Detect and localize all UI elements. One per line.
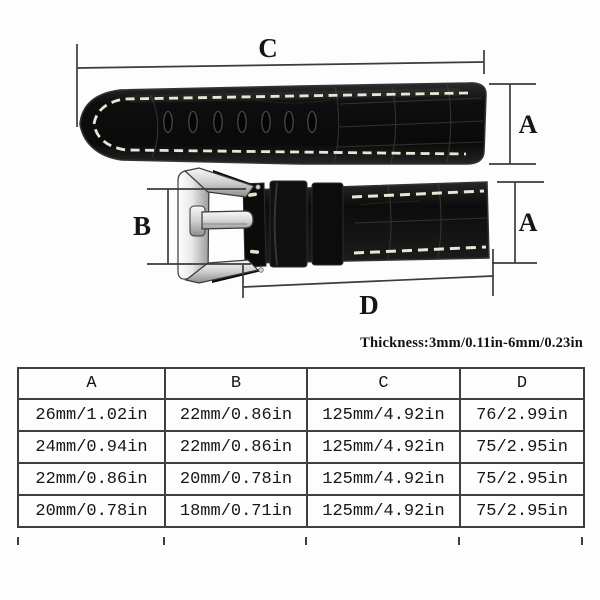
keeper-loop-2 (311, 182, 344, 266)
size-cell: 24mm/0.94in (17, 430, 166, 464)
measure-c-line (76, 61, 485, 69)
size-cell: 22mm/0.86in (164, 430, 308, 464)
size-cell: 22mm/0.86in (17, 462, 166, 496)
size-cell: 26mm/1.02in (17, 398, 166, 432)
stitching-bottom-strap-bottom (353, 245, 487, 255)
table-border-stub (305, 537, 307, 545)
size-cell: 22mm/0.86in (164, 398, 308, 432)
croc-texture-top-strap (149, 83, 484, 164)
spring-bar-pin-top (255, 184, 261, 190)
size-cell: 18mm/0.71in (164, 494, 308, 528)
spring-bar-pin-bottom (258, 267, 264, 273)
strap-holes (163, 110, 317, 134)
buckle (177, 167, 264, 284)
table-border-stub (163, 537, 165, 545)
strap-fold-band (242, 182, 267, 268)
keeper-loop-1-highlight (273, 182, 278, 266)
size-cell: 125mm/4.92in (306, 462, 461, 496)
measure-c (76, 44, 485, 127)
size-table-header-d: D (459, 367, 585, 400)
leather-sheen (130, 88, 460, 103)
table-border-stub (17, 537, 19, 545)
size-cell: 75/2.95in (459, 462, 585, 496)
size-table-row-3: 22mm/0.86in 20mm/0.78in 125mm/4.92in 75/… (17, 462, 585, 496)
table-border-stub (581, 537, 583, 545)
measure-a-top (489, 83, 536, 165)
stitching-top-strap (92, 91, 469, 156)
keeper-loop-1 (269, 180, 308, 268)
measure-d (242, 249, 494, 298)
size-table-row-2: 24mm/0.94in 22mm/0.86in 125mm/4.92in 75/… (17, 430, 585, 464)
size-cell: 125mm/4.92in (306, 398, 461, 432)
size-cell: 125mm/4.92in (306, 430, 461, 464)
size-cell: 20mm/0.78in (17, 494, 166, 528)
measure-d-line (242, 275, 494, 288)
strap-buckle-piece (242, 180, 490, 268)
size-cell: 125mm/4.92in (306, 494, 461, 528)
size-table-row-4: 20mm/0.78in 18mm/0.71in 125mm/4.92in 75/… (17, 494, 585, 528)
size-table-row-1: 26mm/1.02in 22mm/0.86in 125mm/4.92in 76/… (17, 398, 585, 432)
measure-a-bottom (492, 181, 544, 264)
table-border-stub (458, 537, 460, 545)
dim-label-a-top: A (519, 110, 538, 139)
size-table: A B C D 26mm/1.02in 22mm/0.86in 125mm/4.… (17, 367, 585, 528)
size-table-header-c: C (306, 367, 461, 400)
fold-threads (247, 192, 260, 254)
buckle-prong (201, 210, 254, 230)
strap-diagram-illustration: C (76, 33, 544, 320)
stitching-bottom-strap-top (351, 189, 485, 199)
dim-label-a-bottom: A (519, 208, 538, 237)
measure-b (147, 188, 251, 265)
dim-label-b: B (133, 211, 151, 241)
dim-label-d: D (359, 290, 379, 320)
size-table-header-row: A B C D (17, 367, 585, 400)
dim-label-c: C (258, 33, 278, 63)
size-cell: 20mm/0.78in (164, 462, 308, 496)
size-table-header-b: B (164, 367, 308, 400)
buckle-frame-bottom-arm (184, 259, 260, 284)
size-cell: 75/2.95in (459, 430, 585, 464)
strap-tail-piece (79, 82, 487, 165)
thickness-note: Thickness:3mm/0.11in-6mm/0.23in (360, 335, 583, 351)
strap-tail-leather (79, 82, 487, 165)
size-cell: 75/2.95in (459, 494, 585, 528)
size-table-header-a: A (17, 367, 166, 400)
size-cell: 76/2.99in (459, 398, 585, 432)
